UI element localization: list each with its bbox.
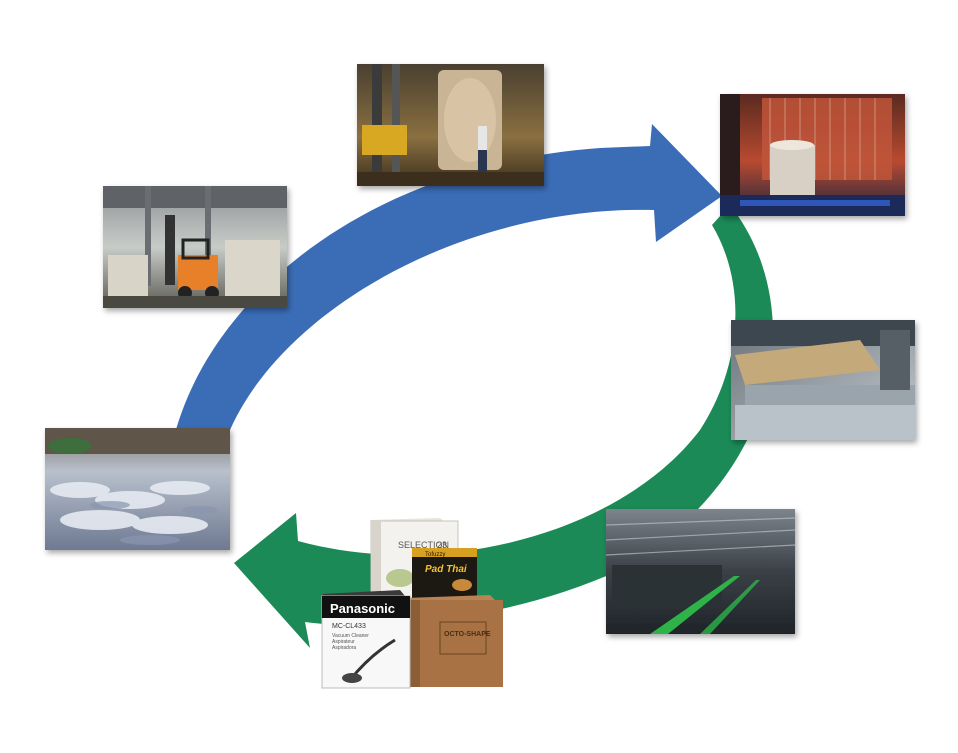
selection-brand-text: SELECTION — [398, 540, 449, 550]
blue-cycle-arrow — [172, 124, 722, 445]
octo-shape-box: OCTO-SHAPE — [405, 595, 503, 687]
paper-mill-machinery-photo — [357, 64, 544, 186]
panasonic-desc-3: Aspiradora — [332, 645, 356, 651]
panasonic-box: Panasonic MC-CL433 Vacuum Cleaner Aspira… — [321, 590, 411, 689]
forklift-bales-photo — [103, 186, 287, 308]
panasonic-model-text: MC-CL433 — [332, 623, 366, 630]
panasonic-desc-1: Vacuum Cleaner — [332, 633, 369, 639]
selection-number-text: 23 — [437, 540, 447, 550]
panasonic-desc-2: Aspirateur — [332, 639, 355, 645]
panasonic-brand-text: Panasonic — [330, 601, 395, 616]
paper-roll-warehouse-photo — [720, 94, 905, 216]
corrugator-sheet-machine-photo — [731, 320, 915, 440]
box-factory-floor-photo — [605, 509, 796, 634]
shredded-waste-paper-photo — [45, 428, 230, 550]
pad-thai-top-text: Tofuzzy — [425, 552, 445, 558]
finished-boxes-photo: SELECTION 23 Tofuzzy Pad Thai OCTO-SHAPE… — [321, 518, 503, 689]
pad-thai-text: Pad Thai — [425, 564, 467, 575]
octo-shape-text: OCTO-SHAPE — [444, 631, 491, 638]
pad-thai-box: Tofuzzy Pad Thai — [412, 548, 477, 600]
